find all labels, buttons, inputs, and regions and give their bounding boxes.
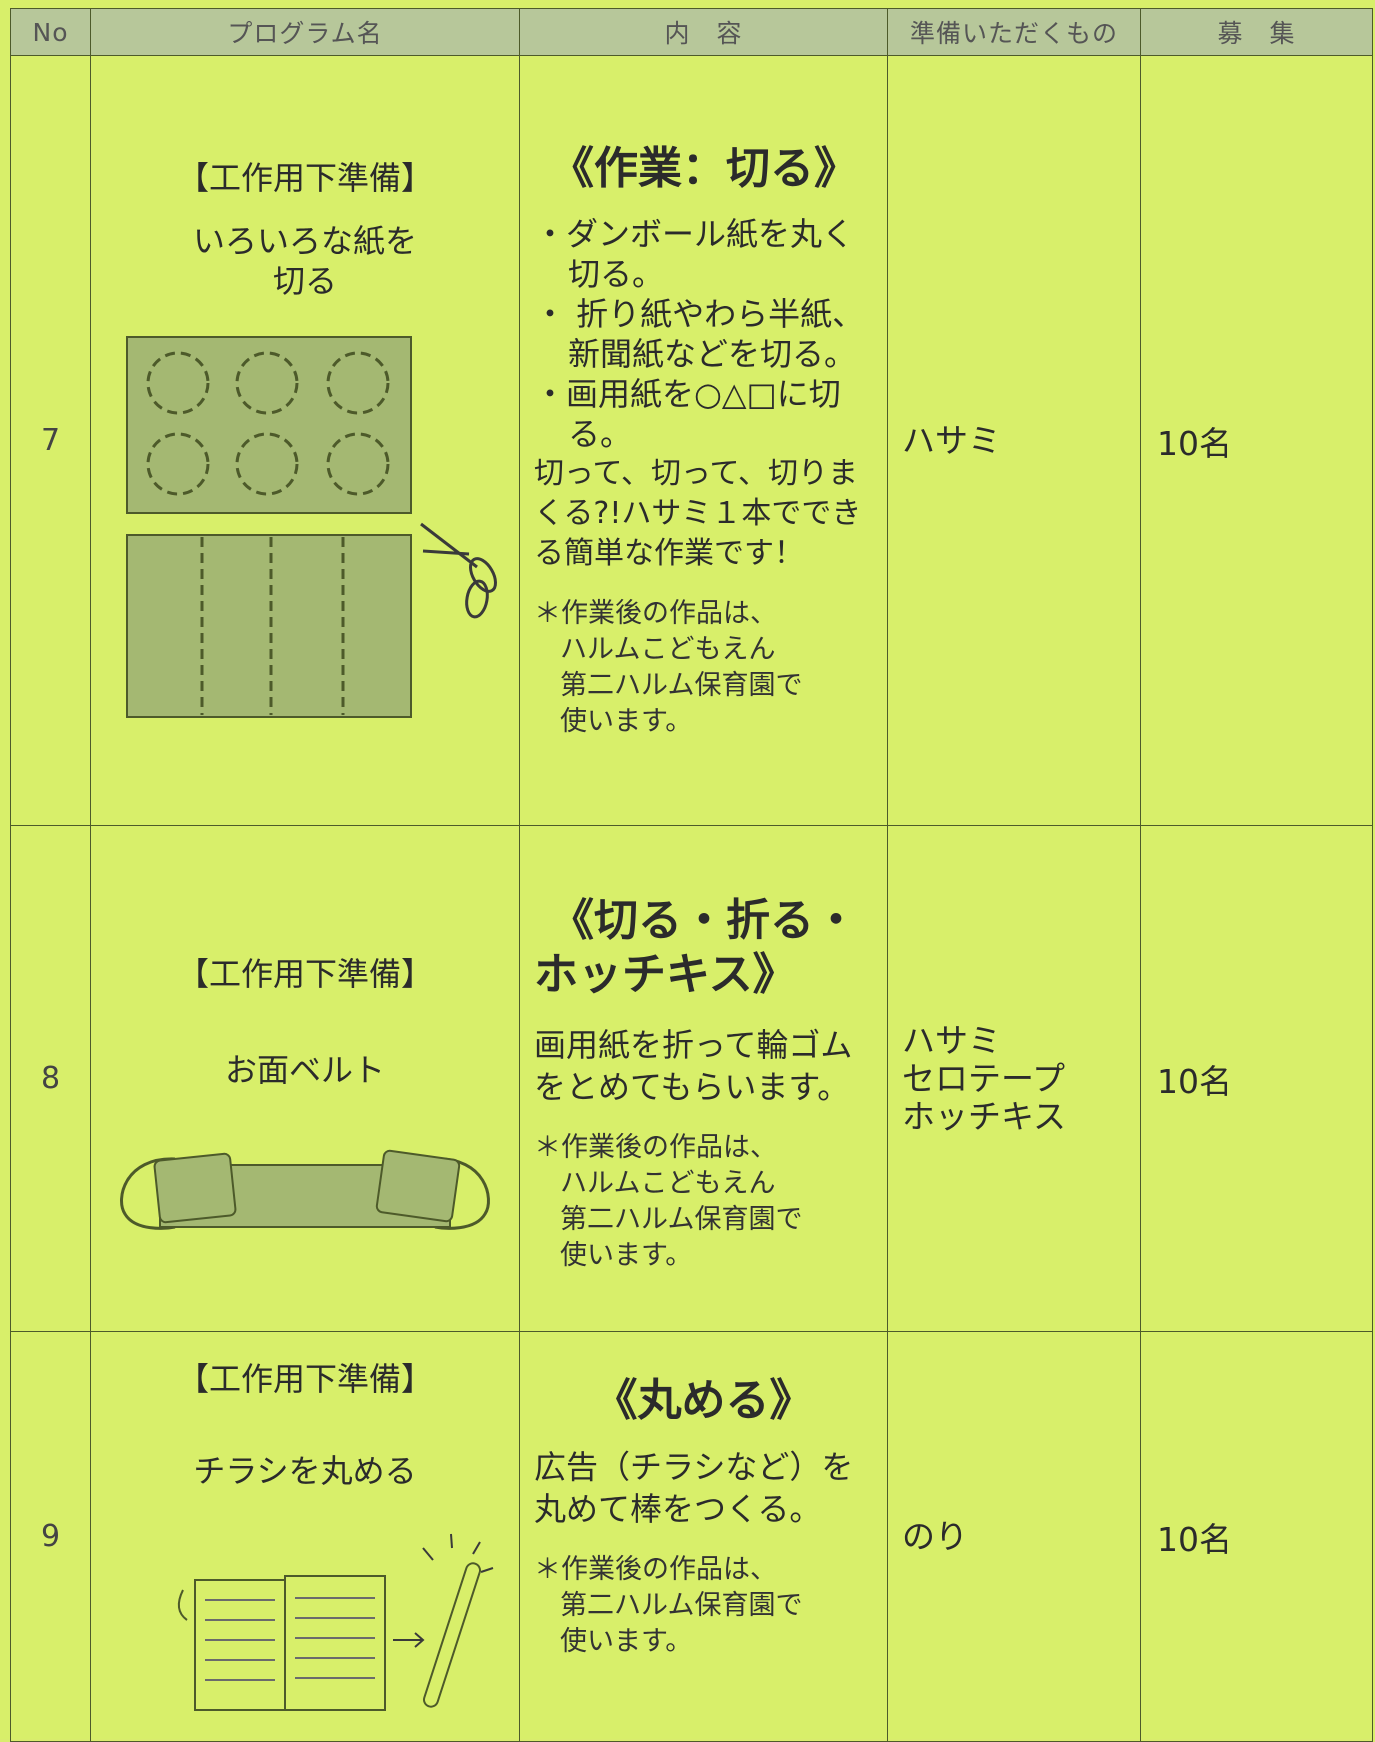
program-tag: 【工作用下準備】	[176, 954, 433, 993]
table-header-row: No プログラム名 内 容 準備いただくもの 募 集	[10, 8, 1373, 56]
content-cell: 《丸める》 広告（チラシなど）を丸めて棒をつくる。 ＊作業後の作品は、 第二ハル…	[519, 1331, 888, 1742]
row-no: 7	[10, 55, 91, 826]
header-recruit: 募 集	[1140, 8, 1373, 56]
content-cell: 《切る・折る・ ホッチキス》 画用紙を折って輪ゴムをとめてもらいます。 ＊作業後…	[519, 825, 888, 1332]
scissors-icon	[420, 522, 497, 618]
mask-belt-illustration	[120, 1149, 490, 1230]
header-program: プログラム名	[90, 8, 520, 56]
table-row: 8 【工作用下準備】 お面ベルト 《切る・折る・ ホッチキス》 画用紙を折って輪…	[10, 825, 1373, 1332]
program-name: チラシを丸める	[193, 1451, 417, 1490]
program-tag: 【工作用下準備】	[176, 1359, 433, 1398]
recruit-cell: 10名	[1140, 825, 1373, 1332]
content-note: ＊作業後の作品は、 ハルムこどもえん 第二ハルム保育園で 使います。	[534, 597, 803, 737]
program-name: いろいろな紙を 切る	[192, 221, 417, 300]
content-note: ＊作業後の作品は、 ハルムこどもえん 第二ハルム保育園で 使います。	[534, 1131, 803, 1271]
content-cell: 《作業：切る》 ・ダンボール紙を丸く切る。 ・ 折り紙やわら半紙、新聞紙などを切…	[519, 55, 888, 826]
table-row: 7 【工作用下準備】 いろいろな紙を 切る	[10, 55, 1373, 826]
row-no: 9	[10, 1331, 91, 1742]
recruit-cell: 10名	[1140, 55, 1373, 826]
program-table: No プログラム名 内 容 準備いただくもの 募 集 7 【工作用下準備】 いろ…	[10, 8, 1373, 1742]
row-no: 8	[10, 825, 91, 1332]
content-heading: 《丸める》	[593, 1374, 814, 1426]
table-row: 9 【工作用下準備】 チラシを丸める	[10, 1331, 1373, 1742]
cut-paper-illustration	[126, 335, 497, 718]
content-note: ＊作業後の作品は、 第二ハルム保育園で 使います。	[534, 1553, 803, 1657]
header-content: 内 容	[519, 8, 888, 56]
bullet-item: ・ダンボール紙を丸く切る。	[534, 214, 855, 293]
program-cell: 【工作用下準備】 チラシを丸める	[90, 1331, 520, 1742]
content-description: 画用紙を折って輪ゴムをとめてもらいます。	[534, 1025, 853, 1106]
bullet-item: ・画用紙を○△□に切る。	[534, 374, 841, 453]
header-prep: 準備いただくもの	[887, 8, 1141, 56]
bullet-item: ・ 折り紙やわら半紙、新聞紙などを切る。	[534, 294, 865, 373]
program-cell: 【工作用下準備】 いろいろな紙を 切る	[90, 55, 520, 826]
content-bullets: ・ダンボール紙を丸く切る。 ・ 折り紙やわら半紙、新聞紙などを切る。 ・画用紙を…	[534, 214, 873, 454]
rolled-flyer-illustration	[177, 1533, 494, 1711]
prep-cell: ハサミ セロテープ ホッチキス	[887, 825, 1141, 1332]
header-no: No	[10, 8, 91, 56]
content-heading: 《切る・折る・ ホッチキス》	[534, 894, 858, 1000]
program-cell: 【工作用下準備】 お面ベルト	[90, 825, 520, 1332]
prep-cell: のり	[887, 1331, 1141, 1742]
program-name: お面ベルト	[224, 1050, 385, 1089]
content-description: 切って、切って、切りまくる?!ハサミ１本でできる簡単な作業です！	[534, 455, 862, 571]
program-tag: 【工作用下準備】	[176, 158, 433, 197]
arrow-icon	[393, 1631, 425, 1648]
prep-cell: ハサミ	[887, 55, 1141, 826]
content-description: 広告（チラシなど）を丸めて棒をつくる。	[534, 1447, 854, 1528]
content-heading: 《作業：切る》	[550, 142, 858, 194]
recruit-cell: 10名	[1140, 1331, 1373, 1742]
